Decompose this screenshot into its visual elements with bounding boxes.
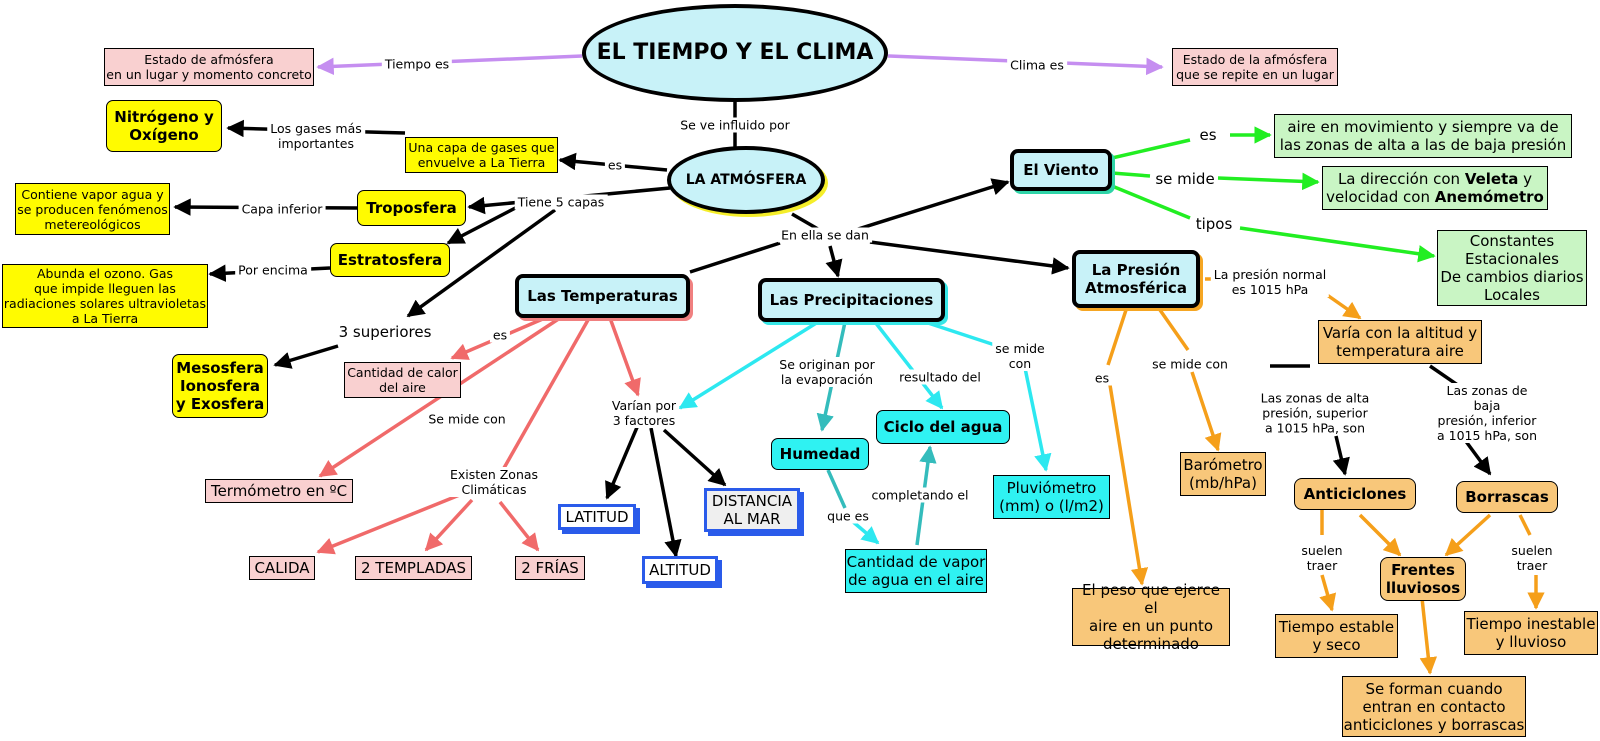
altitud-node: ALTITUD <box>642 556 718 584</box>
zona-calida: CALIDA <box>249 556 315 580</box>
presion-node: La Presión Atmosférica <box>1072 250 1200 308</box>
tiempo-estable-node: Tiempo estable y seco <box>1275 614 1398 658</box>
link-existen-zonas: Existen Zonas Climáticas <box>446 467 542 497</box>
veleta-bold: Veleta <box>1464 170 1519 188</box>
tiempo-inestable-node: Tiempo inestable y lluvioso <box>1464 611 1598 655</box>
anemometro-bold: Anemómetro <box>1434 188 1544 206</box>
link-en-ella-se-dan: En ella se dan <box>778 227 872 243</box>
estratosfera-node: Estratosfera <box>330 243 450 277</box>
varia-node: Varía con la altitud y temperatura aire <box>1318 320 1482 364</box>
link-es-atmosfera: es <box>604 157 626 173</box>
troposfera-node: Troposfera <box>357 190 466 226</box>
link-tiempo-es: Tiempo es <box>381 56 453 72</box>
distancia-node: DISTANCIA AL MAR <box>704 488 800 532</box>
link-es-temp: es <box>489 327 511 343</box>
link-suelen-traer-1: suelen traer <box>1298 543 1346 573</box>
zona-templadas: 2 TEMPLADAS <box>355 556 472 580</box>
superiores-node: 3 superiores <box>338 323 432 341</box>
veleta-text-1: La dirección con <box>1337 170 1465 188</box>
link-zonas-baja: Las zonas de baja presión, inferior a 10… <box>1430 383 1544 443</box>
vapor-node: Cantidad de vapor de agua en el aire <box>845 549 987 593</box>
main-title: EL TIEMPO Y EL CLIMA <box>582 4 888 102</box>
precipitaciones-node: Las Precipitaciones <box>758 278 945 322</box>
viento-tipos-node: Constantes Estacionales De cambios diari… <box>1437 230 1587 306</box>
barometro-node: Barómetro (mb/hPa) <box>1180 452 1266 496</box>
se-forman-node: Se forman cuando entran en contacto anti… <box>1342 676 1526 737</box>
viento-medicion: La dirección con Veleta y velocidad con … <box>1322 166 1548 210</box>
mesosfera-node: Mesosfera Ionosfera y Exosfera <box>172 354 268 418</box>
link-presion-es: es <box>1091 370 1113 386</box>
humedad-node: Humedad <box>771 438 869 470</box>
temperaturas-node: Las Temperaturas <box>515 274 690 318</box>
link-capa-inferior: Capa inferior <box>238 201 326 217</box>
link-que-es: que es <box>824 508 872 524</box>
link-clima-es: Clima es <box>1007 57 1067 73</box>
capa-gases-node: Una capa de gases que envuelve a La Tier… <box>405 137 558 173</box>
pluviometro-node: Pluviómetro (mm) o (l/m2) <box>993 475 1110 519</box>
link-presion-se-mide: se mide con <box>1149 356 1231 372</box>
borrascas-node: Borrascas <box>1456 481 1558 513</box>
clima-definition: Estado de la afmósfera que se repite en … <box>1172 48 1338 86</box>
viento-definition: aire en movimiento y siempre va de las z… <box>1274 114 1572 158</box>
tiempo-definition: Estado de afmósfera en un lugar y moment… <box>104 48 314 86</box>
troposfera-description: Contiene vapor agua y se producen fenóme… <box>15 183 170 235</box>
link-varian: Varían por 3 factores <box>608 398 680 428</box>
latitud-node: LATITUD <box>558 504 636 530</box>
gases-node: Nitrógeno y Oxígeno <box>106 100 222 152</box>
atmosfera-node: LA ATMÓSFERA <box>667 146 825 214</box>
link-viento-tipos: tipos <box>1192 215 1236 233</box>
link-se-mide-con-temp: Se mide con <box>425 411 509 427</box>
link-resultado-del: resultado del <box>896 369 984 385</box>
zona-frias: 2 FRÍAS <box>515 556 585 580</box>
link-viento-se-mide: se mide <box>1152 170 1218 188</box>
link-completando: completando el <box>868 487 972 503</box>
link-viento-es: es <box>1196 126 1220 144</box>
link-suelen-traer-2: suelen traer <box>1508 543 1556 573</box>
peso-node: El peso que ejerce el aire en un punto d… <box>1072 581 1230 653</box>
cantidad-calor-node: Cantidad de calor del aire <box>344 362 461 398</box>
link-por-encima: Por encima <box>235 262 311 278</box>
anticiclones-node: Anticiclones <box>1294 478 1416 510</box>
edges-cyan <box>678 320 1052 545</box>
veleta-text-2: y velocidad con <box>1326 170 1533 206</box>
estratosfera-description: Abunda el ozono. Gas que impide lleguen … <box>2 264 208 328</box>
link-se-originan: Se originan por la evaporación <box>776 357 878 387</box>
link-se-ve-influido: Se ve influido por <box>677 117 793 133</box>
ciclo-agua-node: Ciclo del agua <box>876 410 1010 444</box>
link-presion-normal: La presión normal es 1015 hPa <box>1210 267 1330 297</box>
link-se-mide-con-pp: se mide con <box>992 341 1048 371</box>
viento-node: El Viento <box>1010 149 1112 191</box>
edges-green <box>1111 126 1436 263</box>
termometro-node: Termómetro en ºC <box>205 479 353 503</box>
link-zonas-alta: Las zonas de alta presión, superior a 10… <box>1257 390 1373 436</box>
link-tiene-5-capas: Tiene 5 capas <box>514 194 608 210</box>
link-gases-importantes: Los gases más importantes <box>267 121 365 151</box>
frentes-node: Frentes lluviosos <box>1380 557 1466 601</box>
